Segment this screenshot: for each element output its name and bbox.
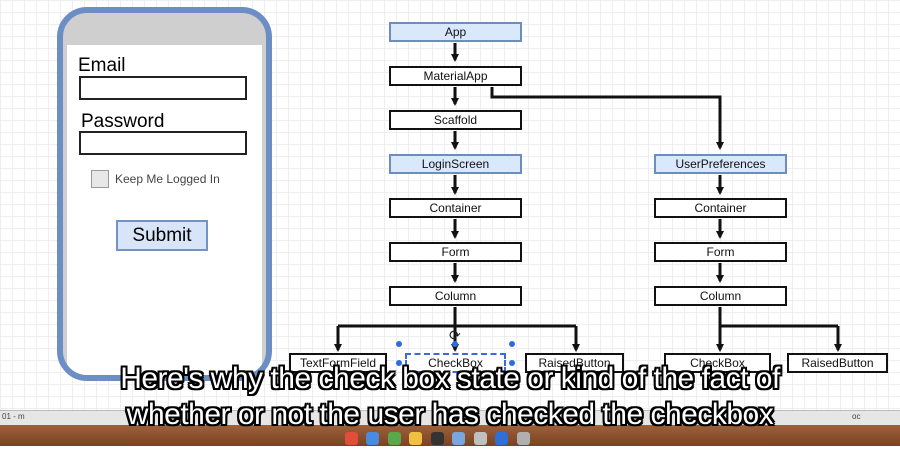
editor-status-strip [0,410,900,425]
node-column-right[interactable]: Column [654,286,787,306]
dock-icons [345,432,534,446]
status-text-right: oc [852,412,861,421]
status-text-left: 01 - m [2,412,25,421]
node-scaffold[interactable]: Scaffold [389,110,522,130]
node-text-form-field[interactable]: TextFormField [289,353,387,373]
password-field[interactable] [79,131,247,155]
node-user-preferences[interactable]: UserPreferences [654,154,787,174]
node-raised-button-right[interactable]: RaisedButton [787,353,888,373]
rotate-cursor-icon: ⟳ [449,327,461,343]
app-icon[interactable] [516,432,530,445]
node-material-app[interactable]: MaterialApp [389,66,522,86]
subtitle-line-2: whether or not the user has checked the … [126,398,774,431]
node-app[interactable]: App [389,22,522,42]
app-icon[interactable] [430,432,444,445]
phone-screen [67,45,262,375]
node-form-right[interactable]: Form [654,242,787,262]
email-label: Email [78,55,126,76]
submit-button[interactable]: Submit [116,220,208,251]
node-container-left[interactable]: Container [389,198,522,218]
app-icon[interactable] [495,432,509,445]
node-checkbox-left[interactable]: CheckBox [405,353,506,373]
app-icon[interactable] [452,432,466,445]
resize-handle[interactable] [509,360,515,366]
resize-handle[interactable] [509,341,515,347]
password-label: Password [81,111,165,132]
app-icon[interactable] [345,432,358,445]
node-login-screen[interactable]: LoginScreen [389,154,522,174]
node-container-right[interactable]: Container [654,198,787,218]
app-icon[interactable] [366,432,380,445]
resize-handle[interactable] [452,341,458,347]
keep-logged-in-label: Keep Me Logged In [115,172,220,186]
subtitle-line-1: Here's why the check box state or kind o… [120,362,780,395]
resize-handle[interactable] [396,360,402,366]
node-raised-button-left[interactable]: RaisedButton [525,353,624,373]
node-checkbox-right[interactable]: CheckBox [664,353,771,373]
resize-handle[interactable] [396,341,402,347]
app-icon[interactable] [473,432,487,445]
app-icon[interactable] [387,432,401,445]
email-field[interactable] [79,76,247,100]
phone-mockup [57,7,272,381]
app-icon[interactable] [409,432,423,445]
keep-logged-in-checkbox[interactable] [91,170,109,188]
node-form-left[interactable]: Form [389,242,522,262]
node-column-left[interactable]: Column [389,286,522,306]
